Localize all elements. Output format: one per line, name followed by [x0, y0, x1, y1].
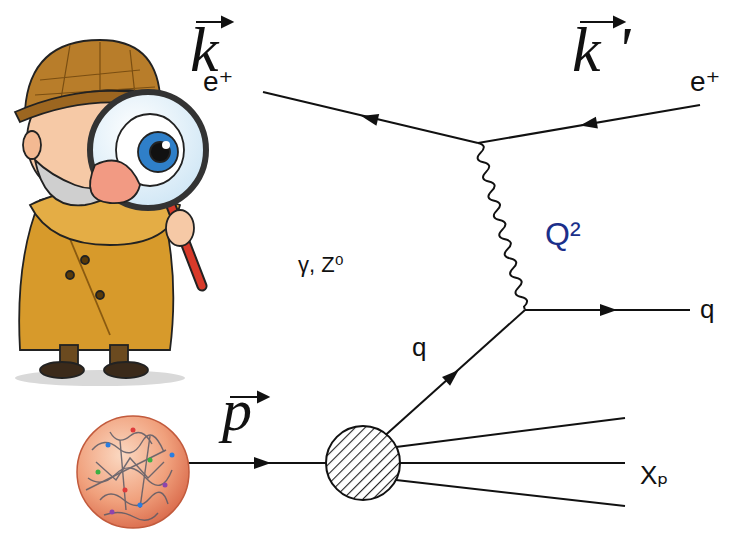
- vector-arrows: [196, 17, 624, 402]
- fermion-lines: [188, 92, 700, 506]
- boson-line: [474, 142, 529, 311]
- boson-label: γ, Z⁰: [298, 254, 343, 276]
- quark-label: q: [412, 334, 426, 360]
- detective-illustration: [15, 40, 206, 386]
- remnant-label: Xₚ: [640, 462, 668, 488]
- particle-label: e⁺: [203, 68, 233, 96]
- proton-blob: [326, 426, 400, 500]
- momentum-transfer-label: Q²: [545, 218, 581, 250]
- proton-illustration: [77, 416, 189, 528]
- arrowheads: [254, 110, 617, 469]
- quark-label: q: [700, 296, 714, 322]
- momentum-label: p: [222, 380, 252, 440]
- momentum-label: k ': [572, 18, 630, 82]
- particle-label: e⁺: [690, 68, 720, 96]
